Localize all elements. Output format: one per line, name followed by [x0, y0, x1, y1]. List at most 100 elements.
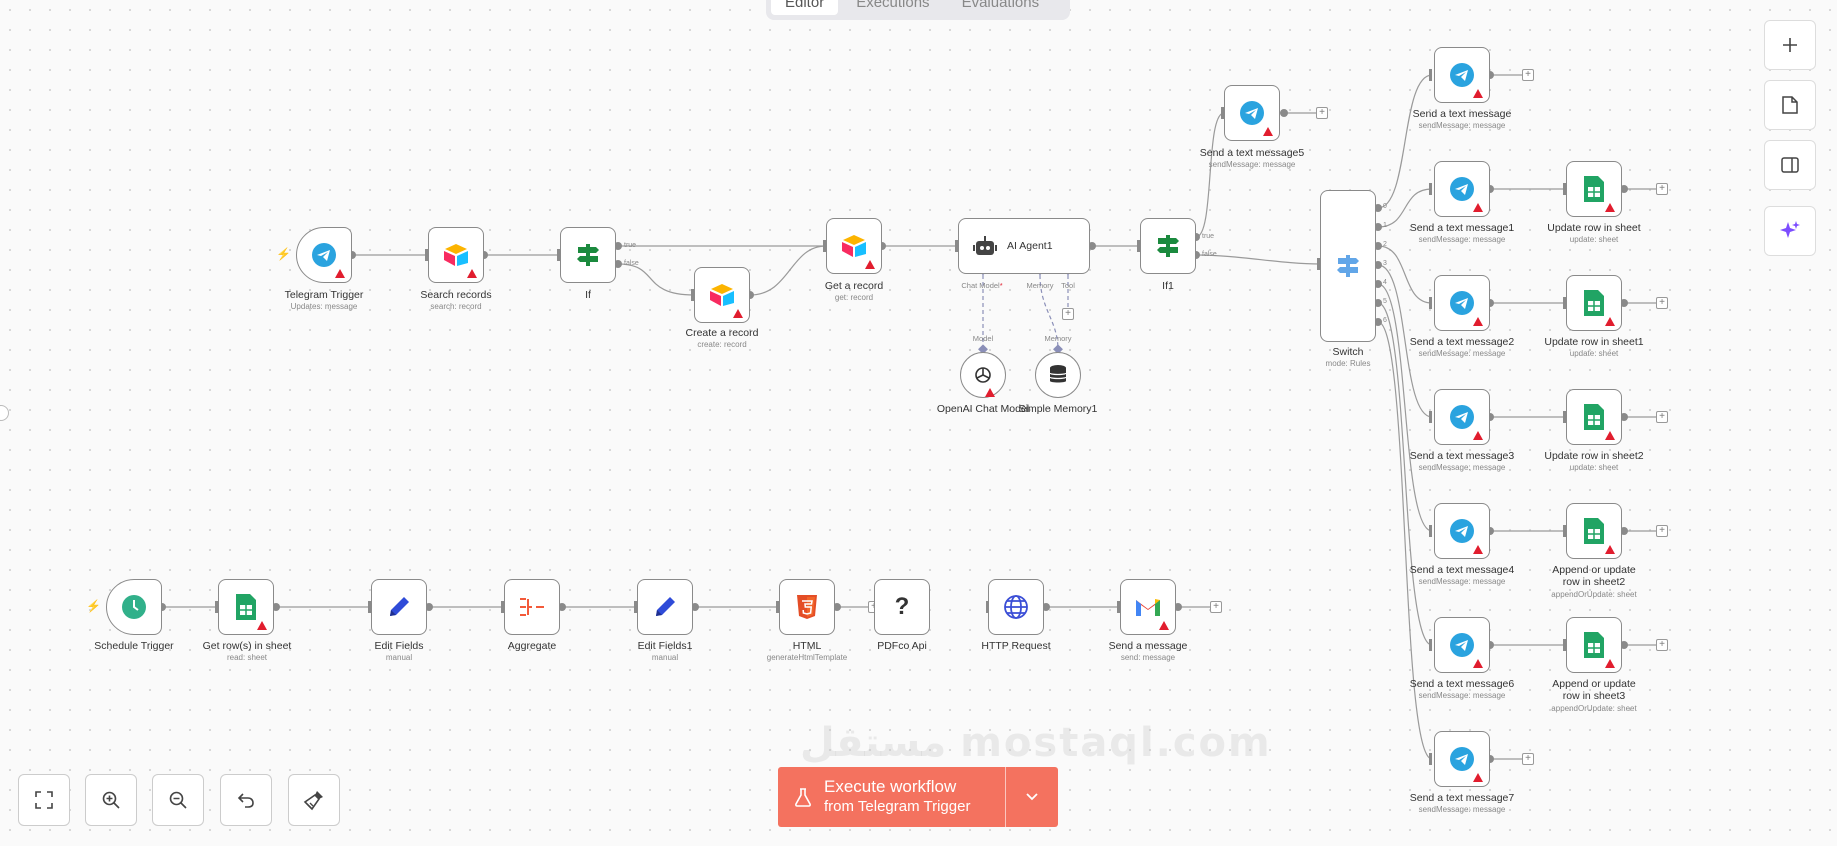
node-label: Aggregate: [507, 640, 557, 652]
node-subtitle: sendMessage: message: [1418, 121, 1506, 130]
clock-icon: [120, 593, 148, 621]
warning-icon: [1473, 545, 1483, 554]
node-label: Append or update row in sheet3: [1552, 678, 1636, 702]
html-node[interactable]: [779, 579, 835, 635]
simple-memory-node[interactable]: [1035, 352, 1081, 398]
add-node-button[interactable]: +: [1316, 107, 1328, 119]
node-label: Update row in sheet2: [1544, 450, 1644, 462]
add-node-panel-button[interactable]: [1764, 20, 1816, 70]
node-label: Simple Memory1: [1018, 403, 1098, 415]
if-node[interactable]: [560, 227, 616, 283]
add-node-button[interactable]: +: [1656, 411, 1668, 423]
zoom-in-button[interactable]: [85, 774, 137, 826]
warning-icon: [1473, 317, 1483, 326]
google-sheets-icon: [1580, 289, 1608, 317]
get-record-node[interactable]: [826, 218, 882, 274]
airtable-icon: [708, 281, 736, 309]
send-text-message7-node[interactable]: [1434, 731, 1490, 787]
node-label: HTTP Request: [981, 640, 1051, 652]
airtable-icon: [840, 232, 868, 260]
get-rows-node[interactable]: [218, 579, 274, 635]
switch-output-3: 3: [1383, 260, 1387, 267]
node-label: Update row in sheet1: [1544, 336, 1644, 348]
send-text-message4-node[interactable]: [1434, 503, 1490, 559]
google-sheets-icon: [1580, 631, 1608, 659]
append-update-row3-node[interactable]: [1566, 617, 1622, 673]
update-row2-node[interactable]: [1566, 389, 1622, 445]
node-label: Send a text message2: [1409, 336, 1515, 348]
node-label: Send a message: [1108, 640, 1188, 652]
add-node-button[interactable]: +: [1656, 639, 1668, 651]
send-text-message-node[interactable]: [1434, 47, 1490, 103]
send-text-message5-node[interactable]: [1224, 85, 1280, 141]
aggregate-icon: [518, 593, 546, 621]
sticky-note-button[interactable]: [1764, 80, 1816, 130]
signpost-icon: [574, 241, 602, 269]
add-node-button[interactable]: +: [1656, 297, 1668, 309]
pdfco-api-node[interactable]: ?: [874, 579, 930, 635]
telegram-icon: [310, 241, 338, 269]
ai-assistant-button[interactable]: [1764, 206, 1816, 256]
send-text-message3-node[interactable]: [1434, 389, 1490, 445]
send-message-gmail-node[interactable]: [1120, 579, 1176, 635]
warning-icon: [1605, 317, 1615, 326]
create-record-node[interactable]: [694, 267, 750, 323]
search-records-node[interactable]: [428, 227, 484, 283]
execute-trigger-label: from Telegram Trigger: [824, 798, 971, 815]
node-subtitle: manual: [385, 653, 413, 662]
execute-options-dropdown[interactable]: [1006, 792, 1058, 802]
add-node-button[interactable]: +: [1522, 753, 1534, 765]
tab-editor[interactable]: Editor: [771, 0, 839, 15]
http-request-node[interactable]: [988, 579, 1044, 635]
fit-view-button[interactable]: [18, 774, 70, 826]
add-node-button[interactable]: +: [1656, 183, 1668, 195]
tab-executions[interactable]: Executions: [856, 0, 930, 11]
if1-false-label: false: [1202, 251, 1217, 258]
append-update-row2-node[interactable]: [1566, 503, 1622, 559]
openai-chat-model-node[interactable]: [960, 352, 1006, 398]
node-subtitle: create: record: [697, 340, 747, 349]
switch-icon: [1334, 252, 1362, 280]
node-subtitle: send: message: [1120, 653, 1176, 662]
edit-fields-node[interactable]: [371, 579, 427, 635]
execute-workflow-main[interactable]: Execute workflow from Telegram Trigger: [778, 767, 1006, 827]
toggle-panel-button[interactable]: [1764, 140, 1816, 190]
node-label: HTML: [792, 640, 822, 652]
warning-icon: [1159, 621, 1169, 630]
node-subtitle: appendOrUpdate: sheet: [1551, 704, 1637, 713]
update-row1-node[interactable]: [1566, 275, 1622, 331]
warning-icon: [1605, 659, 1615, 668]
add-node-button[interactable]: +: [1522, 69, 1534, 81]
node-subtitle: sendMessage: message: [1418, 805, 1506, 814]
switch-node[interactable]: [1320, 190, 1376, 342]
node-subtitle: sendMessage: message: [1208, 160, 1296, 169]
telegram-trigger-node[interactable]: [296, 227, 352, 283]
gmail-icon: [1134, 593, 1162, 621]
update-row-node[interactable]: [1566, 161, 1622, 217]
aggregate-node[interactable]: [504, 579, 560, 635]
if-false-label: false: [624, 260, 639, 267]
telegram-icon: [1448, 403, 1476, 431]
warning-icon: [1605, 203, 1615, 212]
schedule-trigger-node[interactable]: [106, 579, 162, 635]
node-subtitle: update: sheet: [1569, 349, 1619, 358]
ai-agent-node[interactable]: AI Agent1: [958, 218, 1090, 274]
chat-model-port-label: Chat Model*: [961, 281, 1003, 290]
send-text-message2-node[interactable]: [1434, 275, 1490, 331]
expand-icon: [35, 791, 53, 809]
if1-node[interactable]: [1140, 218, 1196, 274]
send-text-message6-node[interactable]: [1434, 617, 1490, 673]
add-tool-button[interactable]: +: [1062, 308, 1074, 320]
add-node-button[interactable]: +: [1210, 601, 1222, 613]
tidy-up-button[interactable]: [288, 774, 340, 826]
execute-workflow-button[interactable]: Execute workflow from Telegram Trigger: [778, 767, 1058, 827]
tab-evaluations[interactable]: Evaluations: [961, 0, 1040, 11]
add-node-button[interactable]: +: [1656, 525, 1668, 537]
edit-fields1-node[interactable]: [637, 579, 693, 635]
sparkle-icon: [1780, 221, 1800, 238]
undo-button[interactable]: [220, 774, 272, 826]
telegram-icon: [1448, 175, 1476, 203]
node-subtitle: sendMessage: message: [1418, 577, 1506, 586]
zoom-out-button[interactable]: [152, 774, 204, 826]
send-text-message1-node[interactable]: [1434, 161, 1490, 217]
